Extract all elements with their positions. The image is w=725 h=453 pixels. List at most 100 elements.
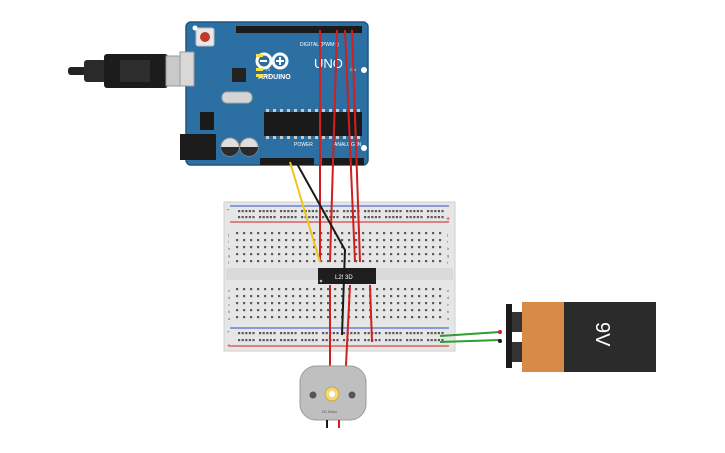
breadboard-hole[interactable]: [411, 288, 414, 291]
breadboard-hole[interactable]: [437, 210, 440, 213]
breadboard-hole[interactable]: [287, 210, 290, 213]
breadboard-hole[interactable]: [248, 339, 251, 342]
breadboard-hole[interactable]: [383, 246, 386, 249]
breadboard-hole[interactable]: [278, 295, 281, 298]
breadboard-hole[interactable]: [385, 210, 388, 213]
breadboard-hole[interactable]: [383, 295, 386, 298]
breadboard-hole[interactable]: [264, 309, 267, 312]
breadboard-hole[interactable]: [292, 253, 295, 256]
breadboard-hole[interactable]: [411, 239, 414, 242]
breadboard-hole[interactable]: [299, 260, 302, 263]
breadboard-hole[interactable]: [313, 246, 316, 249]
breadboard-hole[interactable]: [388, 339, 391, 342]
power-header[interactable]: [260, 158, 314, 165]
breadboard-hole[interactable]: [285, 239, 288, 242]
breadboard-hole[interactable]: [311, 332, 314, 335]
breadboard-hole[interactable]: [374, 216, 377, 219]
breadboard-hole[interactable]: [264, 260, 267, 263]
breadboard-hole[interactable]: [280, 339, 283, 342]
breadboard-hole[interactable]: [353, 216, 356, 219]
breadboard-hole[interactable]: [311, 339, 314, 342]
breadboard-hole[interactable]: [252, 210, 255, 213]
breadboard-hole[interactable]: [425, 316, 428, 319]
breadboard-hole[interactable]: [397, 253, 400, 256]
breadboard-hole[interactable]: [315, 210, 318, 213]
breadboard-hole[interactable]: [355, 302, 358, 305]
breadboard-hole[interactable]: [334, 295, 337, 298]
breadboard-hole[interactable]: [306, 232, 309, 235]
breadboard-hole[interactable]: [278, 232, 281, 235]
breadboard-hole[interactable]: [250, 295, 253, 298]
breadboard-hole[interactable]: [362, 246, 365, 249]
breadboard-hole[interactable]: [336, 210, 339, 213]
breadboard-hole[interactable]: [362, 232, 365, 235]
breadboard-hole[interactable]: [432, 316, 435, 319]
breadboard-hole[interactable]: [348, 260, 351, 263]
breadboard-hole[interactable]: [432, 232, 435, 235]
breadboard-hole[interactable]: [390, 260, 393, 263]
breadboard-hole[interactable]: [278, 260, 281, 263]
breadboard-hole[interactable]: [390, 232, 393, 235]
breadboard-hole[interactable]: [383, 232, 386, 235]
breadboard-hole[interactable]: [362, 309, 365, 312]
breadboard-hole[interactable]: [283, 339, 286, 342]
breadboard-hole[interactable]: [334, 316, 337, 319]
breadboard-hole[interactable]: [441, 210, 444, 213]
breadboard-hole[interactable]: [294, 332, 297, 335]
breadboard-hole[interactable]: [250, 260, 253, 263]
breadboard-hole[interactable]: [278, 302, 281, 305]
breadboard-hole[interactable]: [409, 339, 412, 342]
breadboard-hole[interactable]: [299, 246, 302, 249]
breadboard-hole[interactable]: [439, 295, 442, 298]
breadboard-hole[interactable]: [369, 246, 372, 249]
breadboard-hole[interactable]: [266, 210, 269, 213]
breadboard-hole[interactable]: [334, 309, 337, 312]
breadboard-hole[interactable]: [332, 210, 335, 213]
breadboard-hole[interactable]: [266, 216, 269, 219]
breadboard-hole[interactable]: [390, 316, 393, 319]
breadboard-hole[interactable]: [257, 295, 260, 298]
breadboard-hole[interactable]: [367, 216, 370, 219]
breadboard-hole[interactable]: [283, 216, 286, 219]
breadboard-hole[interactable]: [278, 309, 281, 312]
breadboard-hole[interactable]: [250, 309, 253, 312]
breadboard-hole[interactable]: [355, 295, 358, 298]
breadboard-hole[interactable]: [313, 232, 316, 235]
breadboard-hole[interactable]: [243, 232, 246, 235]
breadboard-hole[interactable]: [332, 332, 335, 335]
breadboard-hole[interactable]: [397, 309, 400, 312]
breadboard-hole[interactable]: [439, 288, 442, 291]
breadboard-hole[interactable]: [257, 253, 260, 256]
breadboard-hole[interactable]: [353, 332, 356, 335]
breadboard-hole[interactable]: [245, 332, 248, 335]
breadboard-hole[interactable]: [238, 216, 241, 219]
breadboard-hole[interactable]: [262, 332, 265, 335]
breadboard-hole[interactable]: [399, 216, 402, 219]
breadboard-hole[interactable]: [397, 295, 400, 298]
breadboard-hole[interactable]: [439, 246, 442, 249]
breadboard-hole[interactable]: [332, 216, 335, 219]
breadboard-hole[interactable]: [257, 260, 260, 263]
breadboard-hole[interactable]: [294, 339, 297, 342]
breadboard-hole[interactable]: [285, 309, 288, 312]
breadboard-hole[interactable]: [273, 339, 276, 342]
breadboard-hole[interactable]: [432, 295, 435, 298]
breadboard-hole[interactable]: [292, 246, 295, 249]
breadboard-hole[interactable]: [320, 246, 323, 249]
breadboard-hole[interactable]: [306, 302, 309, 305]
breadboard-hole[interactable]: [280, 210, 283, 213]
breadboard-hole[interactable]: [285, 288, 288, 291]
breadboard-hole[interactable]: [236, 253, 239, 256]
breadboard-hole[interactable]: [390, 253, 393, 256]
breadboard-hole[interactable]: [266, 339, 269, 342]
breadboard-hole[interactable]: [243, 253, 246, 256]
breadboard-hole[interactable]: [241, 210, 244, 213]
breadboard-hole[interactable]: [376, 302, 379, 305]
breadboard-hole[interactable]: [236, 295, 239, 298]
breadboard-hole[interactable]: [257, 316, 260, 319]
breadboard-hole[interactable]: [236, 239, 239, 242]
breadboard-hole[interactable]: [336, 339, 339, 342]
breadboard-hole[interactable]: [285, 260, 288, 263]
breadboard-hole[interactable]: [320, 260, 323, 263]
breadboard-hole[interactable]: [287, 339, 290, 342]
